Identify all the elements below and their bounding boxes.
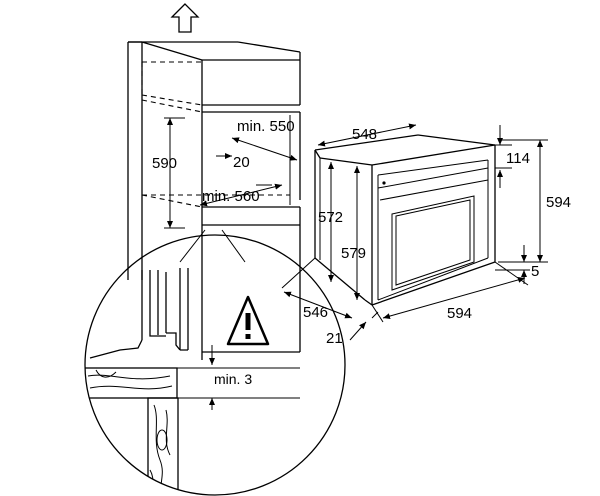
oven-top-gap-label: 114 xyxy=(506,150,530,167)
cabinet-min-depth-label: min. 550 xyxy=(237,118,295,135)
up-arrow-icon xyxy=(170,3,200,33)
cabinet-gap-label: 20 xyxy=(233,154,250,171)
cabinet-min-width-label: min. 560 xyxy=(202,188,260,205)
cabinet-height-label: 590 xyxy=(152,155,177,172)
oven xyxy=(314,134,496,306)
oven-total-height-label: 594 xyxy=(546,194,571,211)
oven-side-depth-label: 546 xyxy=(303,304,328,321)
oven-depth-label: 548 xyxy=(352,126,377,143)
cabinet-dimensions xyxy=(164,117,298,229)
oven-dimensions xyxy=(281,123,548,341)
oven-body-height-label: 579 xyxy=(341,245,366,262)
oven-front-height-label: 572 xyxy=(318,209,343,226)
detail-clearance-label: min. 3 xyxy=(214,371,252,387)
oven-width-label: 594 xyxy=(447,305,472,322)
oven-front-depth-label: 21 xyxy=(326,330,343,347)
warning-triangle-icon xyxy=(226,295,270,346)
oven-bottom-gap-label: 5 xyxy=(531,263,539,280)
detail-magnifier xyxy=(84,234,346,496)
